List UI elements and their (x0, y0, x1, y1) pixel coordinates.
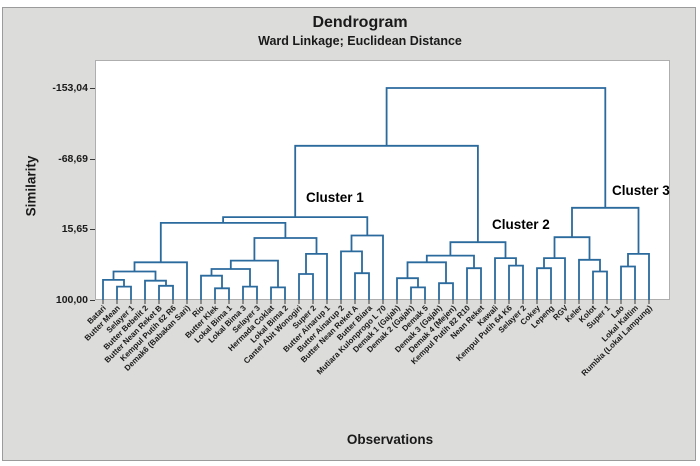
y-axis-tick-label: -68,69 (58, 152, 88, 165)
y-axis-tick-label: 15,65 (61, 222, 88, 235)
y-axis-tick-label: 100,00 (55, 293, 88, 306)
cluster-1-label: Cluster 1 (306, 190, 364, 205)
x-axis-title: Observations (346, 432, 434, 447)
dendrogram-linkage-lines (102, 87, 650, 300)
y-axis-tick-label: -153,04 (52, 81, 88, 94)
y-axis-title: Similarity (23, 155, 39, 217)
cluster-2-label: Cluster 2 (492, 217, 550, 232)
chart-subtitle: Ward Linkage; Euclidean Distance (258, 34, 462, 48)
chart-title: Dendrogram (312, 14, 408, 31)
cluster-3-label: Cluster 3 (612, 183, 670, 198)
